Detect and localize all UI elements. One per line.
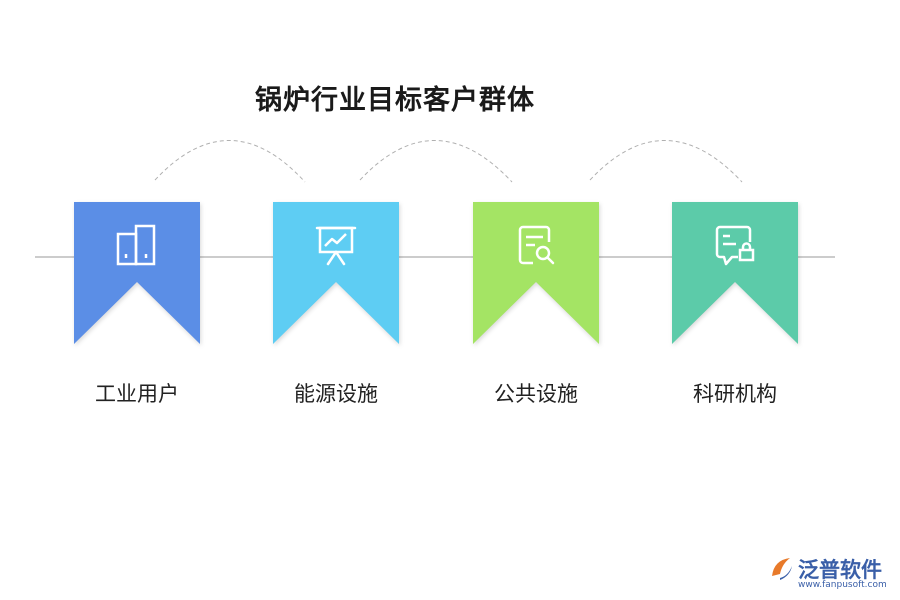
banner-industrial-users: [74, 202, 200, 344]
dashed-arc-2: [359, 140, 513, 183]
brand-url: www.fanpusoft.com: [798, 580, 887, 590]
banner-shape: [273, 202, 399, 344]
banner-energy-facilities: [273, 202, 399, 344]
building-doors-icon: [116, 224, 156, 266]
label-research-institutions: 科研机构: [693, 382, 777, 406]
brand-name: 泛普软件: [798, 558, 882, 582]
banner-shape: [473, 202, 599, 344]
label-industrial-users: 工业用户: [95, 382, 179, 406]
banner-shape: [74, 202, 200, 344]
dashed-arc-1: [154, 140, 306, 183]
brand-mark-icon: [772, 558, 792, 580]
message-lock-icon: [715, 225, 755, 266]
banner-research-institutions: [672, 202, 798, 344]
diagram-title: 锅炉行业目标客户群体: [255, 85, 535, 116]
brand-logo: 泛普软件 www.fanpusoft.com: [768, 552, 898, 596]
dashed-arc-3: [589, 140, 743, 183]
presentation-chart-icon: [315, 226, 357, 266]
label-public-facilities: 公共设施: [494, 382, 578, 406]
document-search-icon: [518, 225, 555, 265]
banner-shape: [672, 202, 798, 344]
label-energy-facilities: 能源设施: [294, 382, 378, 406]
banner-public-facilities: [473, 202, 599, 344]
